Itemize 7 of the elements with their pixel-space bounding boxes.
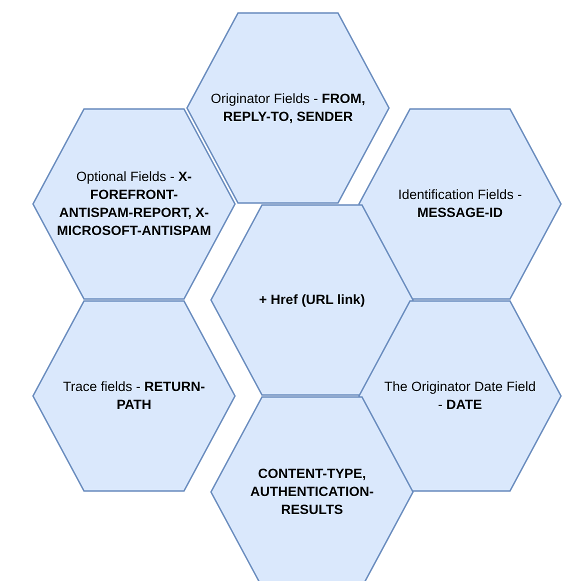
field-label: Trace fields - RETURN-PATH <box>62 378 206 414</box>
field-label: Optional Fields - X-FOREFRONT-ANTISPAM-REPORT, X-MICROSOFT-ANTISPAM <box>56 168 212 240</box>
field-label: + Href (URL link) <box>259 291 365 309</box>
field-label: Identification Fields - MESSAGE-ID <box>397 186 523 222</box>
field-label: The Originator Date Field - DATE <box>383 378 537 414</box>
field-label: CONTENT-TYPE, AUTHENTICATION-RESULTS <box>249 465 375 519</box>
field-label: Originator Fields - FROM, REPLY-TO, SENDER <box>210 90 366 126</box>
